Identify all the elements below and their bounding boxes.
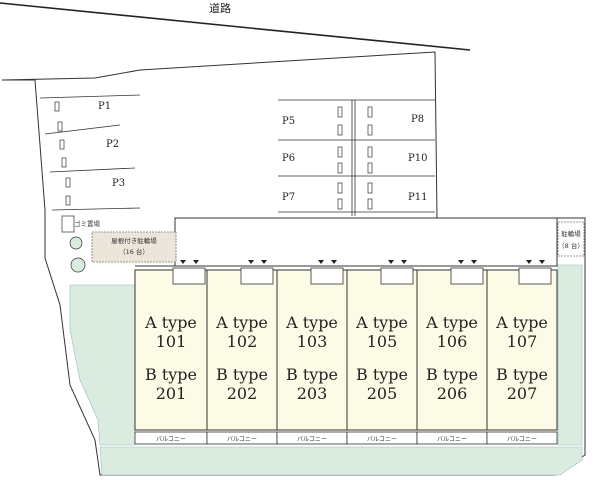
unit-a-type: A type xyxy=(426,313,478,332)
door-arrows xyxy=(180,260,545,264)
green-area-bottom xyxy=(99,446,583,476)
balcony-label: バルコニー xyxy=(367,436,397,443)
unit-a-type: A type xyxy=(216,313,268,332)
parking-space-label: P7 xyxy=(282,192,296,203)
bike-parking-label: 駐輪場 xyxy=(561,230,581,238)
parking-space-label: P5 xyxy=(282,116,296,127)
covered-bike-parking xyxy=(91,231,177,263)
unit-a-type: A type xyxy=(496,313,548,332)
wheel-stops-right xyxy=(337,106,373,210)
unit-b-number: 201 xyxy=(155,384,187,403)
entrance-markers xyxy=(172,267,552,285)
balcony-label: バルコニー xyxy=(437,436,467,443)
unit-b-type: B type xyxy=(285,365,339,384)
green-area-left xyxy=(69,284,136,446)
building-corridor xyxy=(174,217,558,267)
unit-b-number: 207 xyxy=(506,384,538,403)
unit-b-type: B type xyxy=(355,365,409,384)
parking-line xyxy=(51,207,141,211)
unit-b-number: 203 xyxy=(296,384,328,403)
unit-b-type: B type xyxy=(215,365,269,384)
unit-a-number: 107 xyxy=(506,332,538,351)
bike-parking xyxy=(557,221,585,257)
unit-a-number: 103 xyxy=(296,332,328,351)
tree-icon xyxy=(69,236,83,250)
unit-107-207: A type 107 B type 207 xyxy=(487,314,557,404)
unit-b-type: B type xyxy=(144,365,198,384)
parking-space-label: P1 xyxy=(98,101,112,112)
parking-space-label: P11 xyxy=(408,192,428,203)
unit-a-type: A type xyxy=(286,313,338,332)
unit-b-number: 202 xyxy=(226,384,258,403)
green-area-right xyxy=(557,264,583,446)
unit-105-205: A type 105 B type 205 xyxy=(347,314,417,404)
unit-a-number: 105 xyxy=(366,332,398,351)
parking-line xyxy=(44,124,121,135)
unit-a-type: A type xyxy=(356,313,408,332)
balcony-label: バルコニー xyxy=(507,436,537,443)
parking-space-label: P2 xyxy=(106,139,120,150)
garbage-label: ゴミ置場 xyxy=(74,220,100,228)
parking-right-block xyxy=(278,99,435,216)
road-label: 道路 xyxy=(209,2,231,15)
garbage-area xyxy=(61,215,75,233)
unit-a-type: A type xyxy=(145,313,197,332)
bike-parking-count: （8 台） xyxy=(558,242,584,250)
covered-bike-label: 屋根付き駐輪場 xyxy=(111,237,157,245)
parking-line xyxy=(39,94,141,99)
parking-space-label: P10 xyxy=(408,153,428,164)
unit-b-number: 205 xyxy=(366,384,398,403)
parking-space-label: P8 xyxy=(411,114,425,125)
road-edge xyxy=(0,2,471,51)
parking-space-label: P6 xyxy=(282,153,296,164)
unit-a-number: 106 xyxy=(436,332,468,351)
unit-102-202: A type 102 B type 202 xyxy=(207,314,277,404)
unit-103-203: A type 103 B type 203 xyxy=(277,314,347,404)
unit-blocks xyxy=(134,269,558,431)
unit-a-number: 102 xyxy=(226,332,258,351)
unit-b-type: B type xyxy=(495,365,549,384)
unit-b-type: B type xyxy=(425,365,479,384)
unit-b-number: 206 xyxy=(436,384,468,403)
unit-106-206: A type 106 B type 206 xyxy=(417,314,487,404)
unit-101-201: A type 101 B type 201 xyxy=(136,314,206,404)
parking-space-label: P3 xyxy=(112,178,126,189)
tree-icon xyxy=(70,257,86,273)
parking-line xyxy=(49,167,136,173)
wheel-stops-left xyxy=(54,101,71,206)
balcony-strips xyxy=(134,431,558,445)
covered-bike-count: （16 台） xyxy=(119,248,149,256)
balcony-label: バルコニー xyxy=(227,436,257,443)
balcony-label: バルコニー xyxy=(297,436,327,443)
unit-a-number: 101 xyxy=(155,332,187,351)
balcony-label: バルコニー xyxy=(156,436,186,443)
